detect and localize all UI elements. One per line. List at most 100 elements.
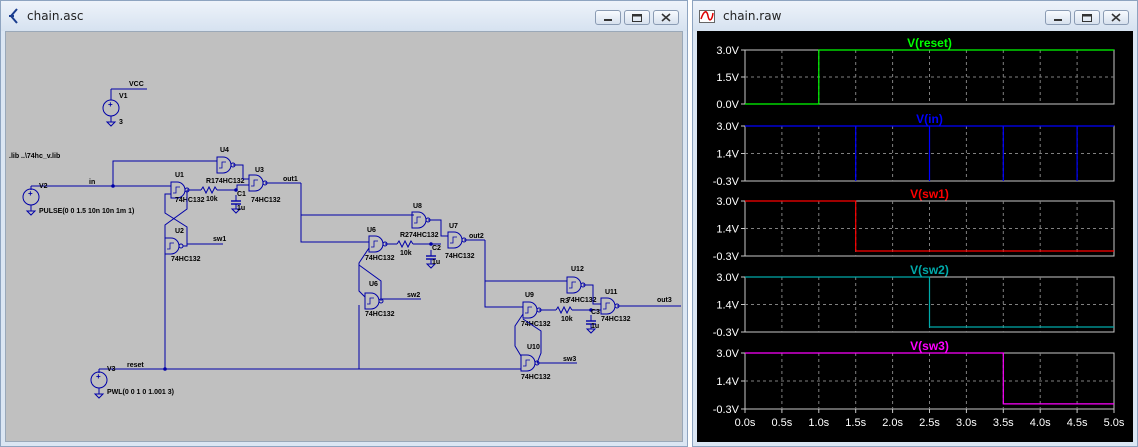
schmitt-symbol xyxy=(367,297,374,305)
schematic-label: U10 xyxy=(527,344,540,351)
schematic-label: V2 xyxy=(39,183,48,190)
y-tick-label: 1.5V xyxy=(716,72,739,84)
schematic-label: 74HC132 xyxy=(365,311,395,318)
trace-vsw3[interactable] xyxy=(745,352,1114,405)
wire xyxy=(484,281,523,308)
schematic-label: R2 xyxy=(400,232,409,239)
y-tick-label: 1.4V xyxy=(716,300,739,312)
wire xyxy=(300,215,369,243)
schematic-label: 74HC132 xyxy=(521,374,551,381)
wire xyxy=(164,190,188,241)
y-tick-label: -0.3V xyxy=(713,176,740,188)
schematic-label: U8 xyxy=(413,203,422,210)
nand-gate-symbol[interactable] xyxy=(520,354,536,372)
x-tick-label: 0.0s xyxy=(735,417,756,429)
ground-symbol xyxy=(425,263,437,269)
nand-gate-symbol[interactable] xyxy=(364,292,380,310)
plus-sign: + xyxy=(96,372,101,381)
trace-vreset[interactable] xyxy=(745,49,1114,105)
waveform-plots[interactable]: 3.0V 1.5V 0.0V V(reset) 3.0V 1.4V -0.3V V(in) 3.… xyxy=(697,31,1133,442)
nand-gate-symbol[interactable] xyxy=(164,237,180,255)
y-tick-label: -0.3V xyxy=(713,251,740,263)
nand-gate-symbol[interactable] xyxy=(216,156,232,174)
resistor-symbol[interactable] xyxy=(396,239,414,249)
schematic-label: U3 xyxy=(255,167,264,174)
wire-junction xyxy=(111,184,115,188)
schematic-label: V3 xyxy=(107,366,116,373)
trace-vsw2[interactable] xyxy=(745,276,1114,328)
schematic-titlebar[interactable]: chain.asc xyxy=(1,1,687,31)
schematic-label: 74HC132 xyxy=(445,253,475,260)
nand-gate-symbol[interactable] xyxy=(170,181,186,199)
wire-junction xyxy=(429,242,433,246)
y-tick-label: 3.0V xyxy=(716,272,739,284)
plus-sign: + xyxy=(108,100,113,109)
resistor-symbol[interactable] xyxy=(555,305,573,315)
waveform-window[interactable]: chain.raw 3.0V 1.5V 0.0V V(reset) 3.0V 1.4V -0… xyxy=(692,0,1138,447)
schematic-label: U6 xyxy=(367,227,376,234)
nand-gate-symbol[interactable] xyxy=(248,174,264,192)
schematic-label: 10k xyxy=(400,250,412,257)
schematic-label: PULSE(0 0 1.5 10n 10n 1m 1) xyxy=(39,208,134,215)
trace-title[interactable]: V(sw3) xyxy=(910,339,949,353)
schematic-label: VCC xyxy=(129,81,144,88)
schmitt-symbol xyxy=(450,236,457,244)
y-tick-label: 1.4V xyxy=(716,149,739,161)
schematic-label: 3 xyxy=(119,119,123,126)
x-tick-label: 3.0s xyxy=(956,417,977,429)
schmitt-symbol xyxy=(173,186,180,194)
schematic-label: 74HC132 xyxy=(171,256,201,263)
y-tick-label: 1.4V xyxy=(716,224,739,236)
wire xyxy=(164,193,188,247)
schmitt-symbol xyxy=(569,281,576,289)
trace-title[interactable]: V(sw1) xyxy=(910,187,949,201)
waveform-svg: 3.0V 1.5V 0.0V V(reset) 3.0V 1.4V -0.3V V(in) 3.… xyxy=(713,36,1125,429)
y-tick-label: 3.0V xyxy=(716,45,739,57)
minimize-button[interactable] xyxy=(595,10,621,25)
close-button[interactable] xyxy=(1103,10,1129,25)
trace-title[interactable]: V(reset) xyxy=(907,36,952,50)
nand-gate-symbol[interactable] xyxy=(566,276,582,294)
minimize-button[interactable] xyxy=(1045,10,1071,25)
schematic-label: U6 xyxy=(369,281,378,288)
wire xyxy=(164,246,501,370)
waveform-app-icon xyxy=(699,10,715,23)
nand-gate-symbol[interactable] xyxy=(368,235,384,253)
waveform-plot-area[interactable]: 3.0V 1.5V 0.0V V(reset) 3.0V 1.4V -0.3V V(in) 3.… xyxy=(697,31,1133,442)
y-tick-label: 3.0V xyxy=(716,196,739,208)
x-tick-label: 5.0s xyxy=(1104,417,1125,429)
wire xyxy=(233,164,249,180)
trace-vsw1[interactable] xyxy=(745,200,1114,252)
restore-button[interactable] xyxy=(624,10,650,25)
nand-gate-symbol[interactable] xyxy=(447,231,463,249)
schmitt-symbol xyxy=(523,359,530,367)
nand-gate-symbol[interactable] xyxy=(600,297,616,315)
trace-title[interactable]: V(in) xyxy=(916,112,943,126)
schematic-label: U11 xyxy=(605,289,618,296)
restore-button[interactable] xyxy=(1074,10,1100,25)
nand-gate-symbol[interactable] xyxy=(522,301,538,319)
ground-symbol xyxy=(105,121,117,127)
resistor-symbol[interactable] xyxy=(200,185,218,195)
ground-symbol xyxy=(585,328,597,334)
schematic-label: U9 xyxy=(525,292,534,299)
schematic-label: sw2 xyxy=(407,292,420,299)
schematic-label: sw3 xyxy=(563,356,576,363)
trace-vin[interactable] xyxy=(745,125,1114,181)
schematic-label: PWL(0 0 1 0 1.001 3) xyxy=(107,389,174,396)
waveform-titlebar[interactable]: chain.raw xyxy=(693,1,1137,31)
schematic-label: U12 xyxy=(571,266,584,273)
close-button[interactable] xyxy=(653,10,679,25)
schmitt-symbol xyxy=(603,302,610,310)
schematic-label: R1 xyxy=(206,178,215,185)
y-tick-label: 0.0V xyxy=(716,99,739,111)
trace-title[interactable]: V(sw2) xyxy=(910,263,949,277)
y-tick-label: 3.0V xyxy=(716,348,739,360)
y-tick-label: 1.4V xyxy=(716,376,739,388)
nand-gate-symbol[interactable] xyxy=(411,211,427,229)
schmitt-symbol xyxy=(251,179,258,187)
schematic-label: reset xyxy=(127,362,144,369)
